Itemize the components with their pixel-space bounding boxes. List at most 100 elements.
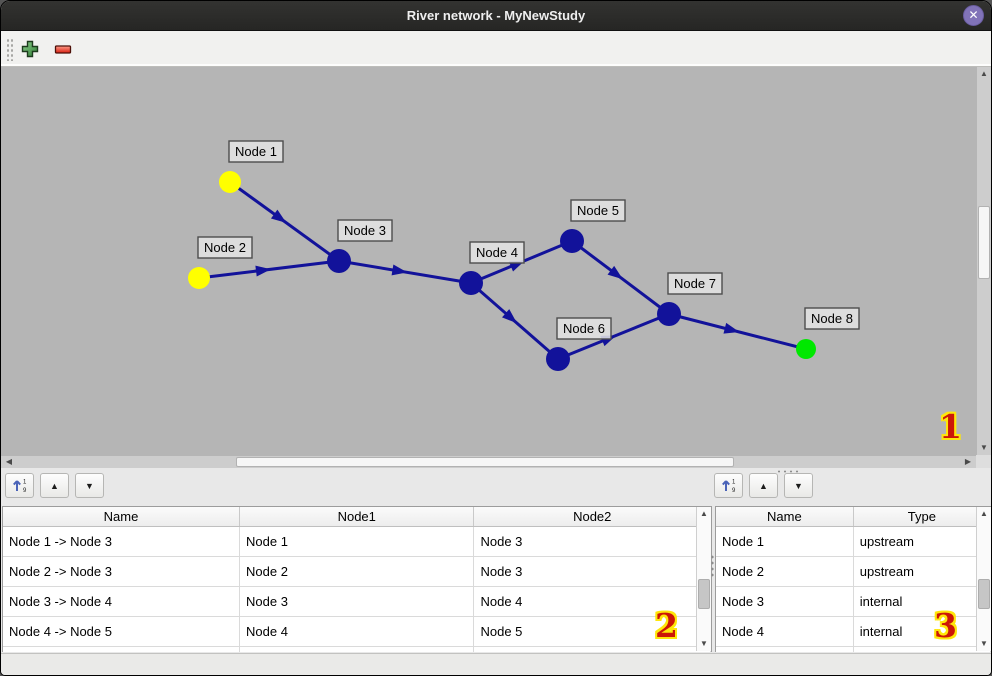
edge-arrow-icon bbox=[502, 309, 517, 324]
nodes-table-scroll-thumb[interactable] bbox=[978, 579, 990, 609]
column-header-node2[interactable]: Node2 bbox=[473, 507, 711, 527]
svg-text:9: 9 bbox=[732, 488, 736, 494]
cell-name: Node 1 -> Node 3 bbox=[3, 526, 240, 557]
scroll-down-icon[interactable]: ▼ bbox=[980, 443, 988, 452]
cell-name: Node 3 -> Node 4 bbox=[3, 586, 240, 617]
node-label-node1: Node 1 bbox=[228, 140, 284, 163]
node-node2[interactable] bbox=[188, 267, 210, 289]
svg-text:1: 1 bbox=[23, 480, 27, 486]
nodes-table-vscrollbar[interactable]: ▲ ▼ bbox=[976, 507, 991, 651]
scroll-left-icon[interactable]: ◀ bbox=[5, 457, 13, 466]
branches-toolbar: 1 9 ▲ ▼ bbox=[5, 473, 104, 499]
table-row[interactable]: Node 3 -> Node 4 Node 3 Node 4 bbox=[3, 586, 711, 617]
canvas-vscrollbar[interactable]: ▲ ▼ bbox=[976, 67, 991, 455]
table-row[interactable]: Node 1 -> Node 3 Node 1 Node 3 bbox=[3, 526, 711, 557]
triangle-up-icon: ▲ bbox=[50, 480, 59, 491]
node-node3[interactable] bbox=[327, 249, 351, 273]
sort-button[interactable]: 1 9 bbox=[5, 473, 34, 498]
edge-arrow-icon bbox=[607, 265, 623, 280]
cell-node1: Node 3 bbox=[239, 586, 475, 617]
vertical-splitter-handle[interactable] bbox=[710, 554, 715, 578]
edge-arrow-icon bbox=[723, 322, 740, 334]
plus-icon bbox=[21, 40, 39, 58]
nodes-table: Name Type Node 1 upstream Node 2 upstrea… bbox=[715, 506, 991, 652]
horizontal-splitter-handle[interactable] bbox=[776, 469, 802, 474]
move-down-button[interactable]: ▼ bbox=[784, 473, 813, 498]
table-row[interactable]: Node 4 internal bbox=[716, 616, 991, 647]
close-button[interactable]: ✕ bbox=[963, 5, 984, 26]
svg-text:Node 8: Node 8 bbox=[811, 311, 853, 326]
cell-name: Node 4 bbox=[716, 616, 854, 647]
canvas-hscrollbar-thumb[interactable] bbox=[236, 457, 734, 467]
node-node8[interactable] bbox=[796, 339, 816, 359]
table-row-partial bbox=[3, 646, 711, 652]
table-row[interactable]: Node 4 -> Node 5 Node 4 Node 5 bbox=[3, 616, 711, 647]
edge-arrow-icon bbox=[391, 264, 408, 276]
annotation-2: 2 bbox=[655, 606, 678, 645]
column-header-type[interactable]: Type bbox=[853, 507, 991, 527]
canvas-vscrollbar-thumb[interactable] bbox=[978, 206, 990, 279]
branches-table-scroll-thumb[interactable] bbox=[698, 579, 710, 609]
triangle-down-icon: ▼ bbox=[794, 480, 803, 491]
node-node6[interactable] bbox=[546, 347, 570, 371]
scrollbar-corner bbox=[976, 455, 991, 468]
node-node1[interactable] bbox=[219, 171, 241, 193]
svg-text:9: 9 bbox=[23, 488, 27, 494]
cell-node2: Node 5 bbox=[473, 616, 711, 647]
cell-node1: Node 4 bbox=[239, 616, 475, 647]
column-header-name[interactable]: Name bbox=[716, 507, 854, 527]
scroll-up-icon[interactable]: ▲ bbox=[980, 509, 988, 518]
table-row[interactable]: Node 3 internal bbox=[716, 586, 991, 617]
network-canvas[interactable]: Node 1 Node 2 Node 3 Node 4 Node 5 Node 6 Node… bbox=[1, 67, 976, 455]
svg-text:Node 1: Node 1 bbox=[235, 144, 277, 159]
move-up-button[interactable]: ▲ bbox=[40, 473, 69, 498]
sort-button[interactable]: 1 9 bbox=[714, 473, 743, 498]
close-icon: ✕ bbox=[968, 8, 979, 22]
move-up-button[interactable]: ▲ bbox=[749, 473, 778, 498]
table-row[interactable]: Node 2 upstream bbox=[716, 556, 991, 587]
column-header-node1[interactable]: Node1 bbox=[239, 507, 475, 527]
triangle-down-icon: ▼ bbox=[85, 480, 94, 491]
cell-name: Node 2 bbox=[716, 556, 854, 587]
remove-button[interactable] bbox=[54, 40, 72, 58]
scroll-right-icon[interactable]: ▶ bbox=[964, 457, 972, 466]
scroll-down-icon[interactable]: ▼ bbox=[700, 639, 708, 648]
scroll-up-icon[interactable]: ▲ bbox=[700, 509, 708, 518]
cell-node2: Node 4 bbox=[473, 586, 711, 617]
add-button[interactable] bbox=[21, 40, 39, 58]
cell-node2: Node 3 bbox=[473, 526, 711, 557]
branches-table-vscrollbar[interactable]: ▲ ▼ bbox=[696, 507, 711, 651]
bottom-panes: 1 9 ▲ ▼ 1 9 ▲ bbox=[1, 468, 991, 653]
node-node7[interactable] bbox=[657, 302, 681, 326]
svg-text:1: 1 bbox=[732, 480, 736, 486]
network-canvas-pane: Node 1 Node 2 Node 3 Node 4 Node 5 Node 6 Node… bbox=[1, 67, 991, 468]
scroll-up-icon[interactable]: ▲ bbox=[980, 69, 988, 78]
titlebar: River network - MyNewStudy ✕ bbox=[1, 1, 991, 31]
node-label-node2: Node 2 bbox=[197, 236, 253, 259]
canvas-hscrollbar[interactable]: ◀ ▶ bbox=[1, 455, 976, 468]
toolbar-grip-handle[interactable] bbox=[6, 38, 14, 61]
table-row[interactable]: Node 1 upstream bbox=[716, 526, 991, 557]
svg-text:Node 3: Node 3 bbox=[344, 223, 386, 238]
cell-node1: Node 1 bbox=[239, 526, 475, 557]
cell-name: Node 3 bbox=[716, 586, 854, 617]
sort-ascending-icon: 1 9 bbox=[722, 480, 736, 494]
node-node5[interactable] bbox=[560, 229, 584, 253]
svg-text:Node 5: Node 5 bbox=[577, 203, 619, 218]
edge-arrow-icon bbox=[255, 265, 271, 277]
column-header-name[interactable]: Name bbox=[3, 507, 240, 527]
svg-text:Node 2: Node 2 bbox=[204, 240, 246, 255]
annotation-3: 3 bbox=[934, 606, 957, 645]
cell-name: Node 1 bbox=[716, 526, 854, 557]
window-title: River network - MyNewStudy bbox=[406, 8, 586, 23]
move-down-button[interactable]: ▼ bbox=[75, 473, 104, 498]
scroll-down-icon[interactable]: ▼ bbox=[980, 639, 988, 648]
node-label-node4: Node 4 bbox=[469, 241, 525, 264]
annotation-1: 1 bbox=[939, 407, 962, 446]
table-row[interactable]: Node 2 -> Node 3 Node 2 Node 3 bbox=[3, 556, 711, 587]
svg-text:Node 6: Node 6 bbox=[563, 321, 605, 336]
node-label-node5: Node 5 bbox=[570, 199, 626, 222]
cell-type: internal bbox=[853, 586, 991, 617]
node-node4[interactable] bbox=[459, 271, 483, 295]
